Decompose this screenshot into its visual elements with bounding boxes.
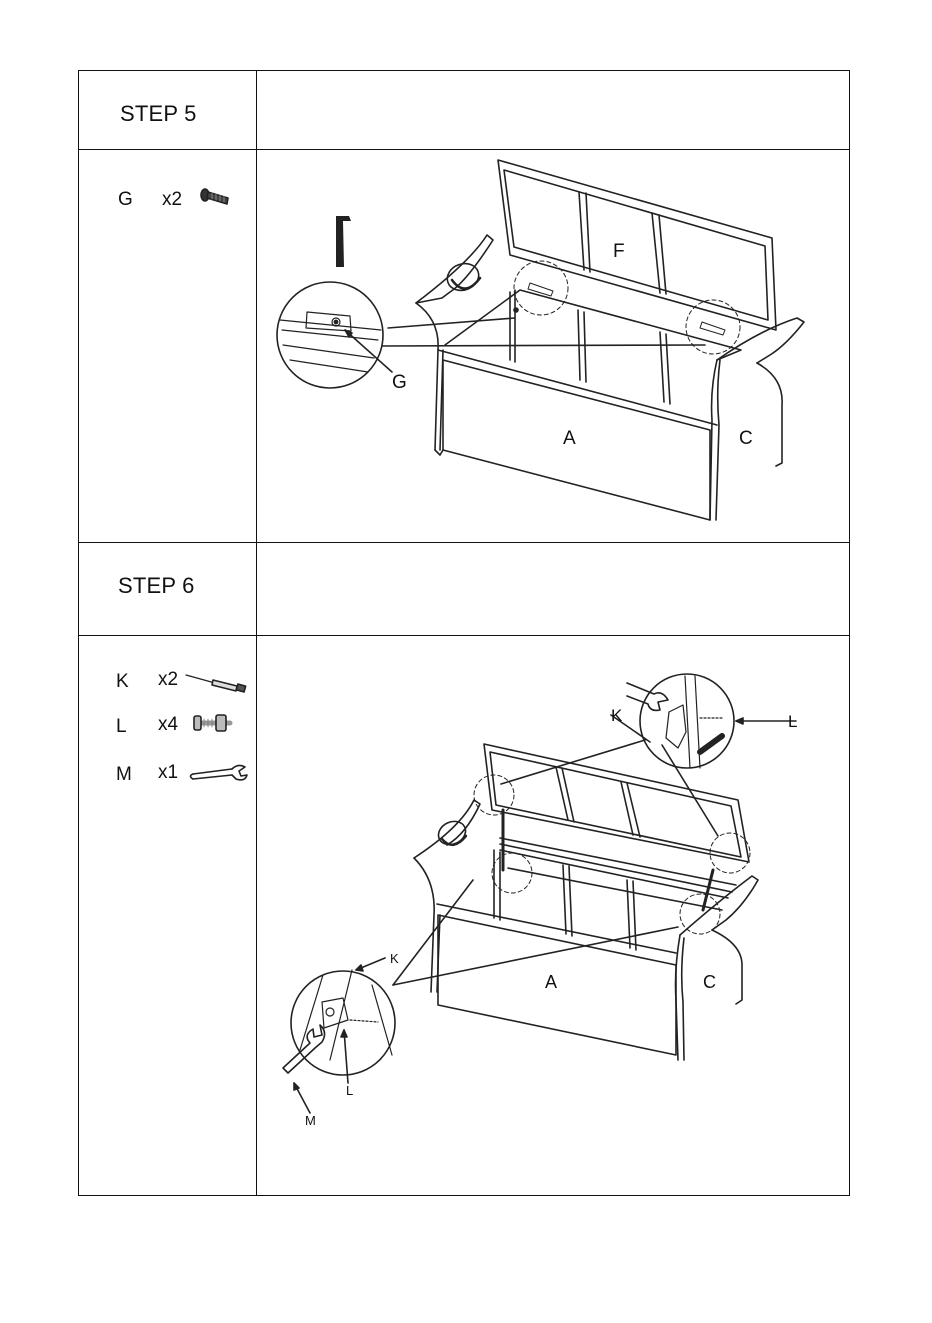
bolt-nut-icon bbox=[194, 715, 230, 731]
label-l-bottom: L bbox=[346, 1083, 353, 1098]
label-k-top: K bbox=[611, 706, 623, 725]
label-front-a: A bbox=[563, 428, 576, 449]
bolt-icon bbox=[201, 189, 228, 204]
label-k-bottom: K bbox=[390, 951, 399, 966]
step-5-illustration: F A C G bbox=[277, 160, 804, 520]
wrench-icon bbox=[191, 765, 248, 780]
label-lid-f: F bbox=[613, 241, 625, 262]
step-6-illustration: A C K L K L M bbox=[283, 674, 797, 1128]
label-l-top: L bbox=[788, 712, 797, 731]
label-m-bottom: M bbox=[305, 1113, 316, 1128]
gas-strut-icon bbox=[186, 675, 246, 692]
label-front-a: A bbox=[545, 972, 557, 992]
label-side-c: C bbox=[703, 972, 716, 992]
label-callout-g: G bbox=[392, 372, 407, 393]
label-side-c: C bbox=[739, 428, 753, 449]
